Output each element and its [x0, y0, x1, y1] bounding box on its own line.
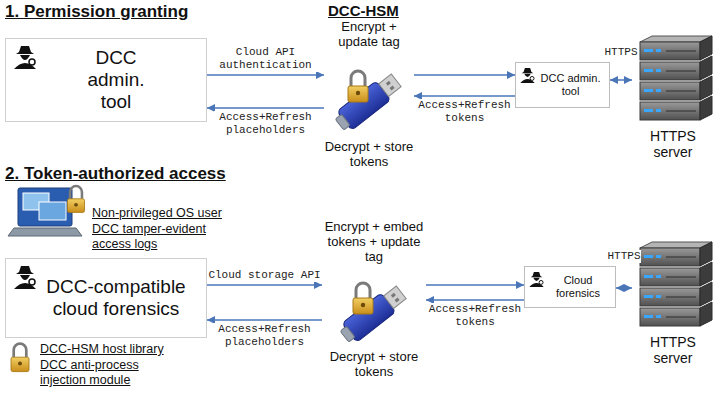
flow-arrow	[616, 287, 632, 289]
section-heading: DCC-HSM	[328, 2, 399, 20]
edge-label: Access+Refresh tokens	[428, 303, 522, 329]
annotation-label: DCC anti-process injection module	[40, 358, 150, 388]
usb-figure	[329, 268, 419, 346]
server-figure	[632, 240, 714, 332]
flow-arrow	[207, 319, 322, 321]
flow-arrow	[426, 299, 524, 301]
server-icon	[632, 240, 714, 332]
usb-figure	[324, 56, 414, 134]
spy-icon	[12, 263, 38, 289]
node-text: Decrypt + store tokens	[324, 140, 414, 170]
edge-label: Access+Refresh tokens	[418, 99, 512, 125]
process-box: DCC admin. tool	[5, 38, 207, 122]
flow-arrow	[207, 74, 324, 76]
edge-label: Access+Refresh placeholders	[213, 323, 317, 349]
flow-arrow	[207, 107, 324, 109]
node-text: DCC-compatible cloud forensics	[36, 276, 196, 320]
server-node: HTTPS server	[632, 34, 714, 164]
edge-label: HTTPS	[604, 46, 637, 59]
node-text: DCC admin. tool	[540, 72, 602, 97]
section-heading: 1. Permission granting	[5, 2, 188, 22]
usb-hsm-stick	[324, 56, 414, 134]
annotation-label: DCC-HSM host library	[40, 342, 164, 357]
process-box: Cloud forensics	[524, 266, 616, 308]
spy-icon	[528, 270, 545, 287]
flow-arrow	[414, 95, 515, 97]
node-text: Cloud forensics	[547, 274, 609, 299]
annotation-label: DCC tamper-evident access logs	[92, 222, 217, 252]
node-text: Decrypt + store tokens	[322, 350, 426, 380]
spy-icon	[12, 43, 38, 69]
hsm-device: Encrypt + update tagDecrypt + store toke…	[324, 20, 414, 170]
flow-arrow	[207, 284, 322, 286]
edge-label: Cloud storage API	[207, 269, 323, 282]
edge-label: HTTPS	[607, 250, 640, 263]
section-heading: 2. Token-authorized access	[5, 164, 226, 184]
server-node: HTTPS server	[632, 240, 714, 370]
flow-arrow	[610, 79, 632, 81]
edge-label: Access+Refresh placeholders	[214, 111, 318, 137]
node-text: DCC admin. tool	[81, 47, 151, 113]
annotation-label: Non-privileged OS user	[92, 206, 222, 221]
hsm-device: Encrypt + embed tokens + update tagDecry…	[322, 220, 426, 380]
flow-arrow	[414, 74, 515, 76]
lock-icon	[11, 344, 29, 372]
server-figure	[632, 34, 714, 126]
edge-label: Cloud API authentication	[214, 46, 318, 72]
node-text: Encrypt + update tag	[324, 20, 414, 50]
usb-hsm-stick	[329, 268, 419, 346]
lock-icon	[68, 186, 85, 212]
process-box: DCC admin. tool	[515, 62, 610, 108]
process-box: DCC-compatible cloud forensics	[5, 258, 207, 338]
node-text: Encrypt + embed tokens + update tag	[322, 220, 426, 265]
node-text: HTTPS server	[643, 334, 703, 366]
node-text: HTTPS server	[643, 128, 703, 160]
spy-icon	[519, 66, 536, 83]
server-icon	[632, 34, 714, 126]
flow-arrow	[426, 284, 524, 286]
